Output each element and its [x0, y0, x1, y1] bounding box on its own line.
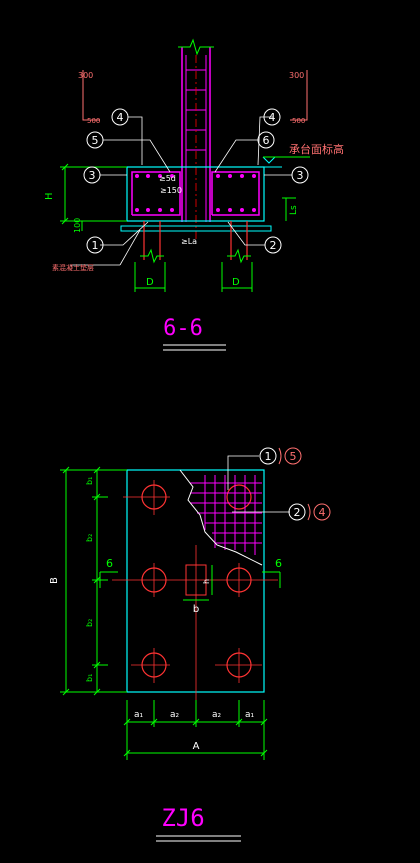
balloon-3-right: 3 [297, 169, 304, 182]
section-6-6: 300 300 500 500 承台面标高 素混凝土垫层 H 100 Ls D … [44, 38, 344, 351]
section-dimensions [60, 163, 296, 292]
plan-outline [126, 469, 265, 693]
dim-h-small: h [202, 579, 211, 584]
dim-D-left: D [146, 277, 154, 288]
pile-circles [141, 484, 252, 678]
label-500-left: 500 [87, 117, 100, 125]
balloon-4-left: 4 [117, 111, 124, 124]
label-500-right: 500 [292, 117, 305, 125]
section-balloons: 4 4 5 6 3 3 1 2 [83, 108, 309, 254]
section-leaders [70, 116, 292, 266]
rebar-markers [82, 70, 308, 121]
plan-zj6: B b₁ b₂ b₂ b₁ a₁ a₂ a₂ a₁ A b h 6 6 1 5 … [49, 447, 331, 842]
dim-150: ≥150 [160, 186, 182, 195]
plan-title: ZJ6 [156, 804, 241, 842]
balloon-3-left: 3 [89, 169, 96, 182]
dim-b-small: b [193, 604, 199, 615]
label-300-right: 300 [289, 71, 304, 80]
plan-leaders [227, 455, 290, 513]
dim-La: ≥La [181, 237, 197, 246]
callout-1: 1 [265, 450, 272, 463]
title-zj6: ZJ6 [161, 804, 204, 832]
label-cap-top: 承台面标高 [289, 142, 344, 156]
dim-a2-left: a₂ [170, 710, 180, 720]
dim-a2-right: a₂ [212, 710, 222, 720]
section-mark-right: 6 [275, 557, 282, 570]
callout-2: 2 [294, 506, 301, 519]
balloon-1: 1 [92, 239, 99, 252]
dim-H: H [44, 192, 55, 200]
dim-100: 100 [73, 218, 82, 233]
callout-4: 4 [319, 506, 326, 519]
section-cut-marks [99, 571, 281, 588]
section-mark-left: 6 [106, 557, 113, 570]
balloon-5: 5 [92, 134, 99, 147]
balloon-2: 2 [270, 239, 277, 252]
dim-b2-bottom: b₂ [85, 619, 94, 627]
label-300-left: 300 [78, 71, 93, 80]
title-6-6: 6-6 [163, 316, 203, 341]
plan-callouts: 1 5 2 4 [259, 447, 331, 521]
dim-5d: ≥5d [159, 174, 176, 183]
dim-a1-right: a₁ [245, 710, 255, 720]
dim-A: A [193, 741, 200, 752]
section-title: 6-6 [163, 316, 226, 351]
dim-B: B [49, 577, 60, 584]
dim-a1-left: a₁ [134, 710, 144, 720]
dim-b2-top: b₂ [85, 534, 94, 542]
pile-cap [110, 156, 310, 232]
piles [140, 221, 251, 264]
callout-5: 5 [290, 450, 297, 463]
steel-column [178, 38, 214, 240]
plan-dimensions [60, 466, 268, 760]
dim-b1-top: b₁ [85, 477, 94, 485]
column-outline [185, 564, 207, 596]
balloon-4-right: 4 [269, 111, 276, 124]
label-cushion: 素混凝土垫层 [52, 263, 94, 272]
dim-Ls: Ls [289, 205, 299, 215]
dim-D-right: D [232, 277, 240, 288]
plan-rebar-grid [190, 475, 262, 555]
break-line [179, 469, 263, 566]
dim-b1-bottom: b₁ [85, 674, 94, 682]
balloon-6: 6 [263, 134, 270, 147]
